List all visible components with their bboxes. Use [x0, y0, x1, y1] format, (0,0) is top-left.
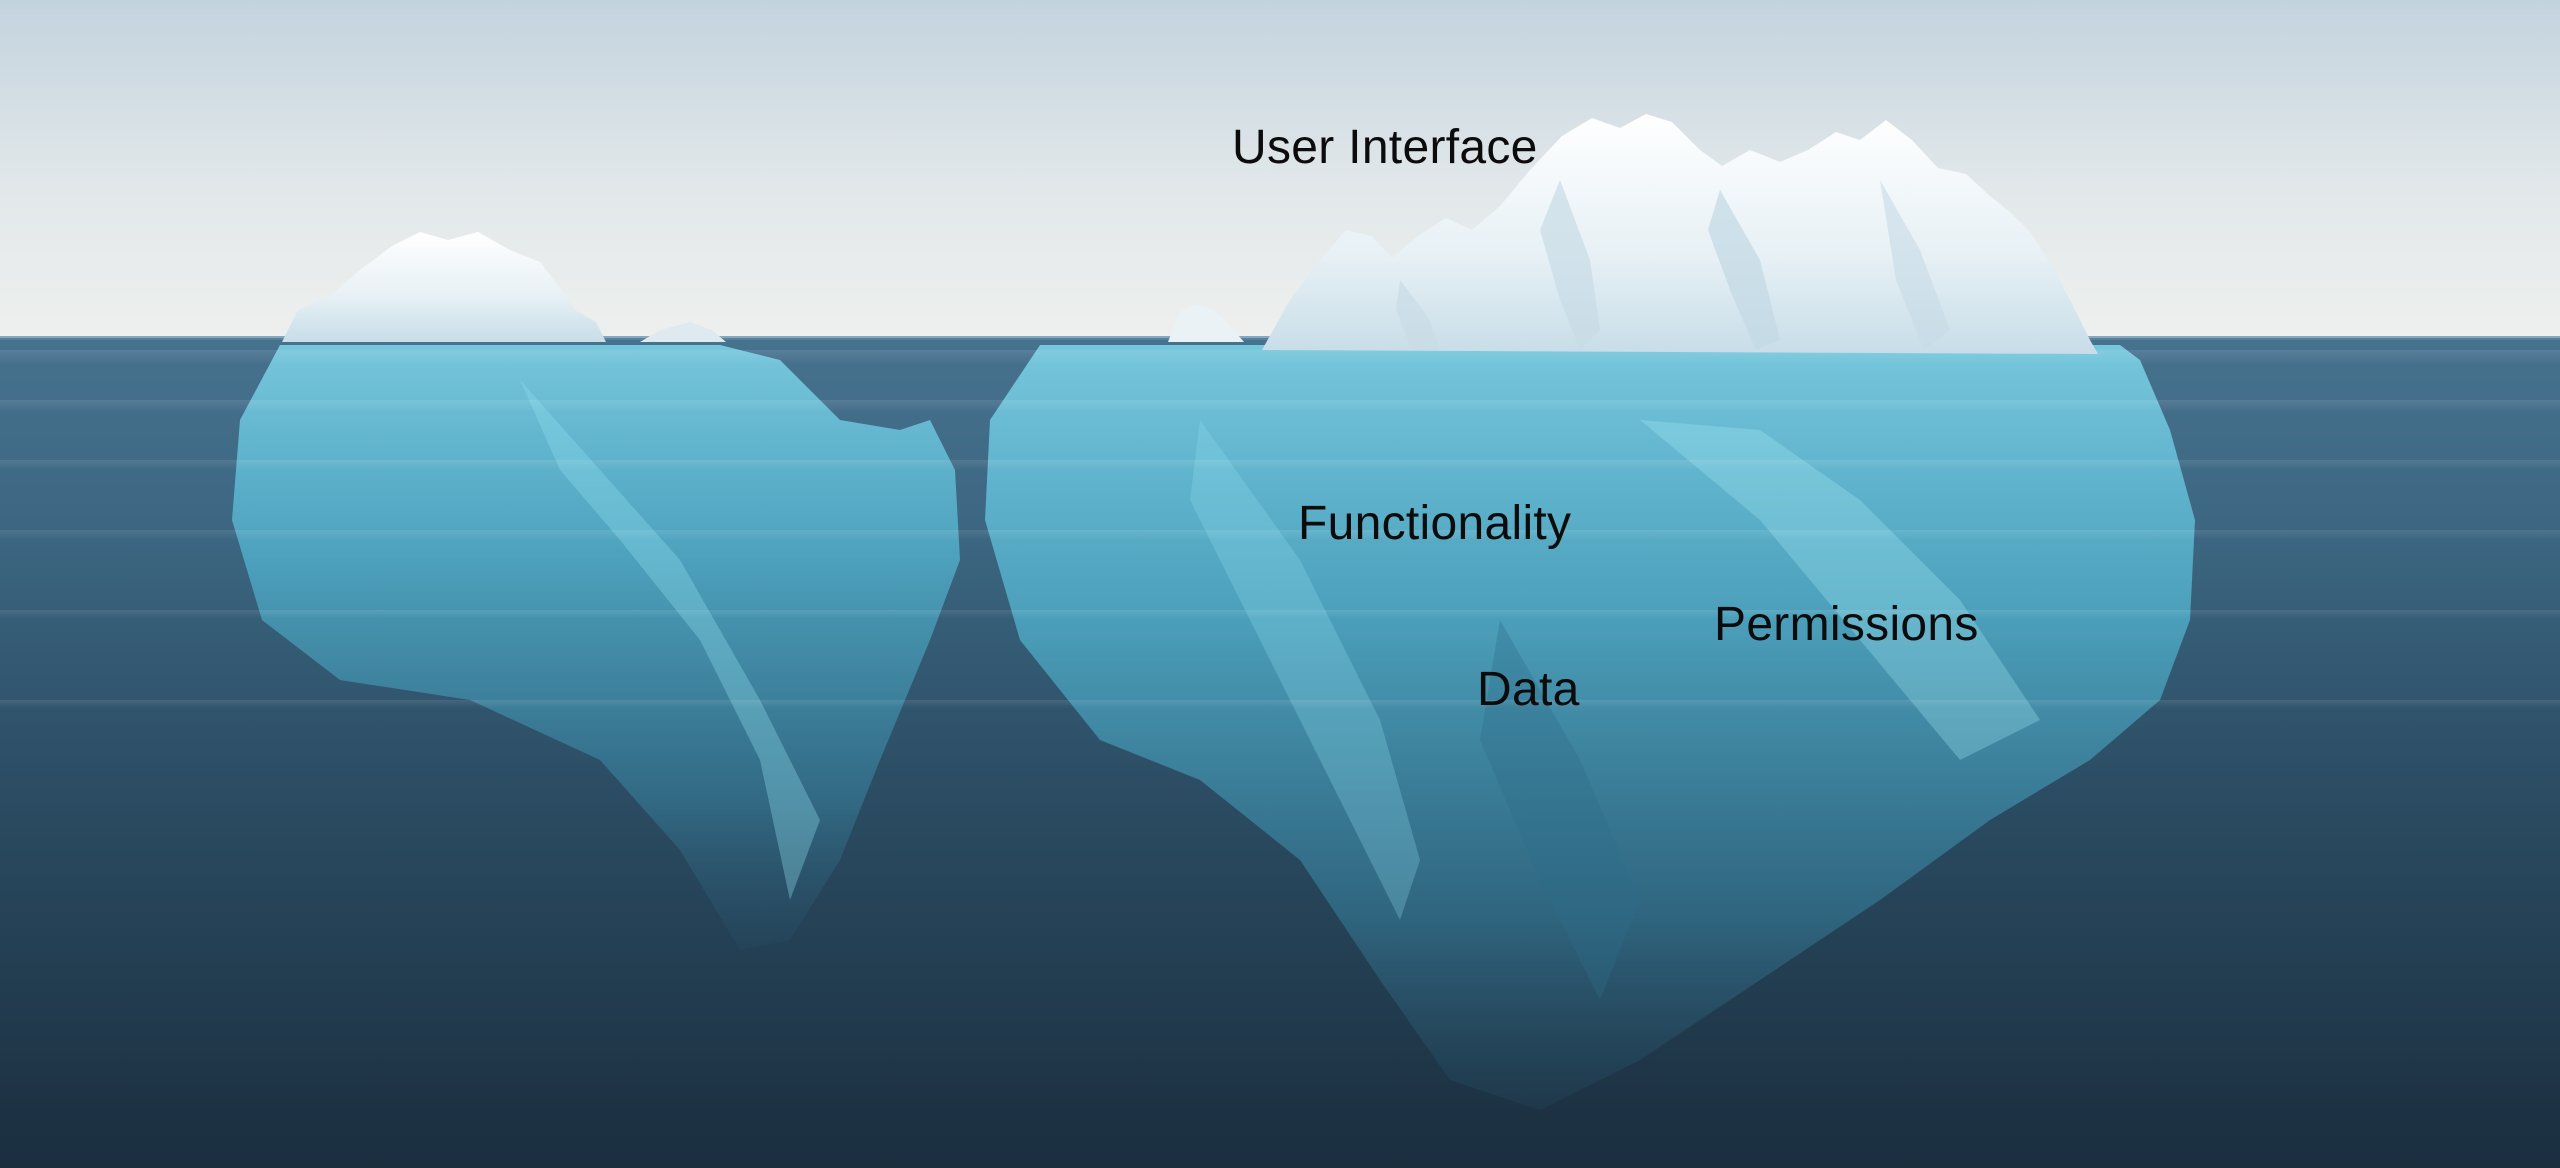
label-user-interface: User Interface — [1232, 121, 1538, 174]
label-functionality: Functionality — [1298, 497, 1572, 550]
label-permissions: Permissions — [1714, 598, 1979, 651]
label-data: Data — [1477, 663, 1580, 716]
